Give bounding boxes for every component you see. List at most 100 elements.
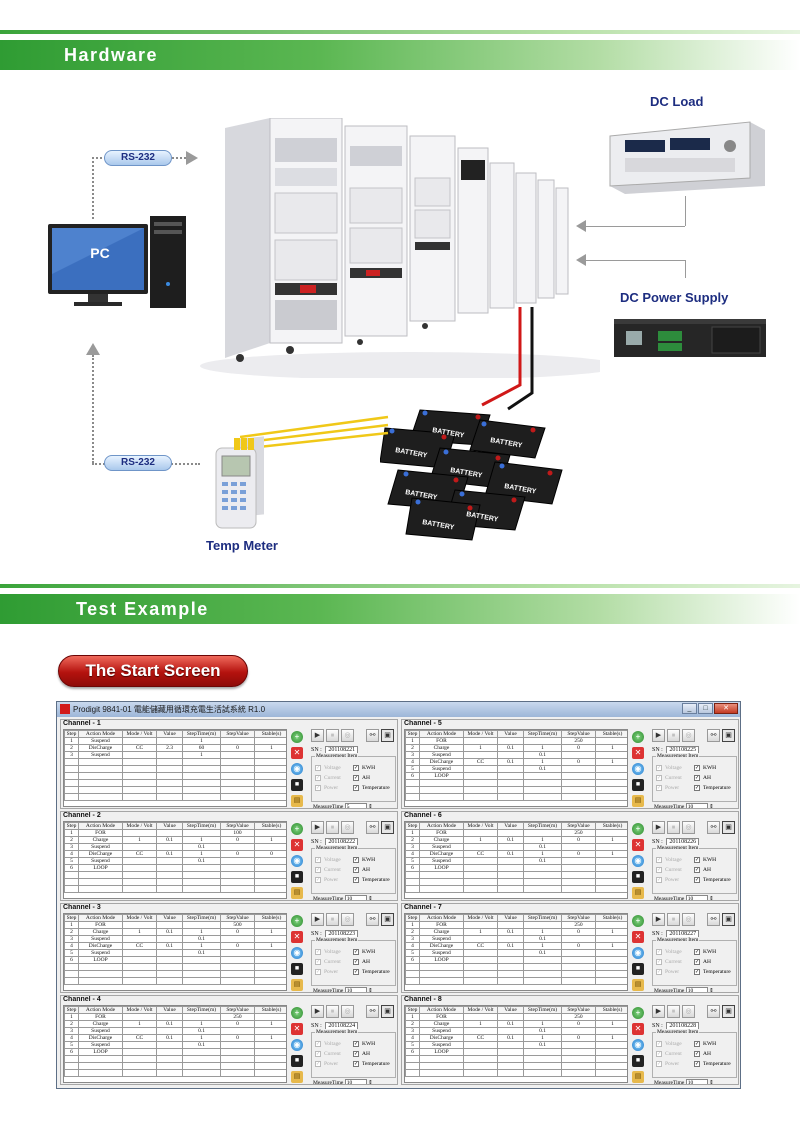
save-button[interactable]: ■ bbox=[291, 779, 303, 791]
chart-button[interactable]: ⚯ bbox=[707, 1005, 720, 1018]
table-row[interactable] bbox=[64, 970, 286, 978]
ah-checkbox[interactable]: ✓ bbox=[694, 959, 700, 965]
add-step-button[interactable]: + bbox=[632, 915, 644, 927]
run-button[interactable]: ▶ bbox=[311, 1005, 324, 1018]
table-row[interactable] bbox=[64, 878, 286, 886]
minimize-button[interactable]: _ bbox=[682, 703, 697, 714]
stop-button[interactable]: ◎ bbox=[682, 1005, 695, 1018]
stop-button[interactable]: ◎ bbox=[341, 913, 354, 926]
ah-checkbox[interactable]: ✓ bbox=[353, 959, 359, 965]
measure-time-input[interactable]: 10 bbox=[344, 1079, 367, 1084]
open-file-button[interactable]: ▤ bbox=[632, 887, 644, 899]
measure-time-input[interactable]: 10 bbox=[344, 895, 367, 900]
open-file-button[interactable]: ▤ bbox=[632, 979, 644, 991]
edit-step-button[interactable]: ◉ bbox=[291, 1039, 303, 1051]
run-button[interactable]: ▶ bbox=[652, 1005, 665, 1018]
temperature-checkbox[interactable]: ✓ bbox=[694, 877, 700, 883]
table-row[interactable] bbox=[64, 871, 286, 879]
ah-checkbox[interactable]: ✓ bbox=[353, 775, 359, 781]
table-row[interactable] bbox=[405, 977, 627, 985]
measure-time-input[interactable]: 10 bbox=[344, 987, 367, 992]
table-row[interactable] bbox=[405, 878, 627, 886]
voltage-checkbox[interactable]: ✓ bbox=[656, 1041, 662, 1047]
edit-step-button[interactable]: ◉ bbox=[632, 1039, 644, 1051]
temperature-checkbox[interactable]: ✓ bbox=[694, 1061, 700, 1067]
current-checkbox[interactable]: ✓ bbox=[656, 959, 662, 965]
chart-button[interactable]: ⚯ bbox=[707, 821, 720, 834]
temperature-checkbox[interactable]: ✓ bbox=[694, 969, 700, 975]
add-step-button[interactable]: + bbox=[632, 731, 644, 743]
run-button[interactable]: ▶ bbox=[311, 913, 324, 926]
pause-button[interactable]: ⏸ bbox=[326, 821, 339, 834]
spinner-icon[interactable]: ⇕ bbox=[709, 1080, 714, 1085]
current-checkbox[interactable]: ✓ bbox=[656, 867, 662, 873]
open-file-button[interactable]: ▤ bbox=[291, 887, 303, 899]
table-row[interactable] bbox=[64, 963, 286, 971]
measure-time-input[interactable]: 10 bbox=[685, 1079, 708, 1084]
ah-checkbox[interactable]: ✓ bbox=[694, 1051, 700, 1057]
spinner-icon[interactable]: ⇕ bbox=[709, 804, 714, 809]
run-button[interactable]: ▶ bbox=[652, 729, 665, 742]
delete-step-button[interactable]: ✕ bbox=[291, 931, 303, 943]
voltage-checkbox[interactable]: ✓ bbox=[315, 1041, 321, 1047]
run-button[interactable]: ▶ bbox=[652, 913, 665, 926]
power-checkbox[interactable]: ✓ bbox=[315, 969, 321, 975]
edit-step-button[interactable]: ◉ bbox=[632, 763, 644, 775]
edit-step-button[interactable]: ◉ bbox=[632, 855, 644, 867]
power-checkbox[interactable]: ✓ bbox=[315, 785, 321, 791]
delete-step-button[interactable]: ✕ bbox=[291, 1023, 303, 1035]
kwh-checkbox[interactable]: ✓ bbox=[353, 949, 359, 955]
monitor-button[interactable]: ▣ bbox=[722, 729, 735, 742]
stop-button[interactable]: ◎ bbox=[341, 1005, 354, 1018]
temperature-checkbox[interactable]: ✓ bbox=[353, 785, 359, 791]
add-step-button[interactable]: + bbox=[632, 1007, 644, 1019]
table-row[interactable] bbox=[405, 779, 627, 787]
table-row[interactable] bbox=[405, 786, 627, 794]
open-file-button[interactable]: ▤ bbox=[632, 1071, 644, 1083]
chart-button[interactable]: ⚯ bbox=[366, 1005, 379, 1018]
monitor-button[interactable]: ▣ bbox=[381, 913, 394, 926]
voltage-checkbox[interactable]: ✓ bbox=[656, 949, 662, 955]
measure-time-input[interactable]: 10 bbox=[685, 895, 708, 900]
monitor-button[interactable]: ▣ bbox=[381, 729, 394, 742]
current-checkbox[interactable]: ✓ bbox=[315, 1051, 321, 1057]
save-button[interactable]: ■ bbox=[291, 963, 303, 975]
delete-step-button[interactable]: ✕ bbox=[632, 839, 644, 851]
delete-step-button[interactable]: ✕ bbox=[632, 747, 644, 759]
stop-button[interactable]: ◎ bbox=[682, 821, 695, 834]
delete-step-button[interactable]: ✕ bbox=[291, 747, 303, 759]
add-step-button[interactable]: + bbox=[291, 1007, 303, 1019]
table-row[interactable] bbox=[64, 1055, 286, 1063]
table-row[interactable] bbox=[64, 786, 286, 794]
table-row[interactable] bbox=[64, 765, 286, 773]
pause-button[interactable]: ⏸ bbox=[326, 729, 339, 742]
edit-step-button[interactable]: ◉ bbox=[632, 947, 644, 959]
kwh-checkbox[interactable]: ✓ bbox=[694, 949, 700, 955]
temperature-checkbox[interactable]: ✓ bbox=[353, 969, 359, 975]
run-button[interactable]: ▶ bbox=[652, 821, 665, 834]
add-step-button[interactable]: + bbox=[291, 731, 303, 743]
power-checkbox[interactable]: ✓ bbox=[656, 1061, 662, 1067]
